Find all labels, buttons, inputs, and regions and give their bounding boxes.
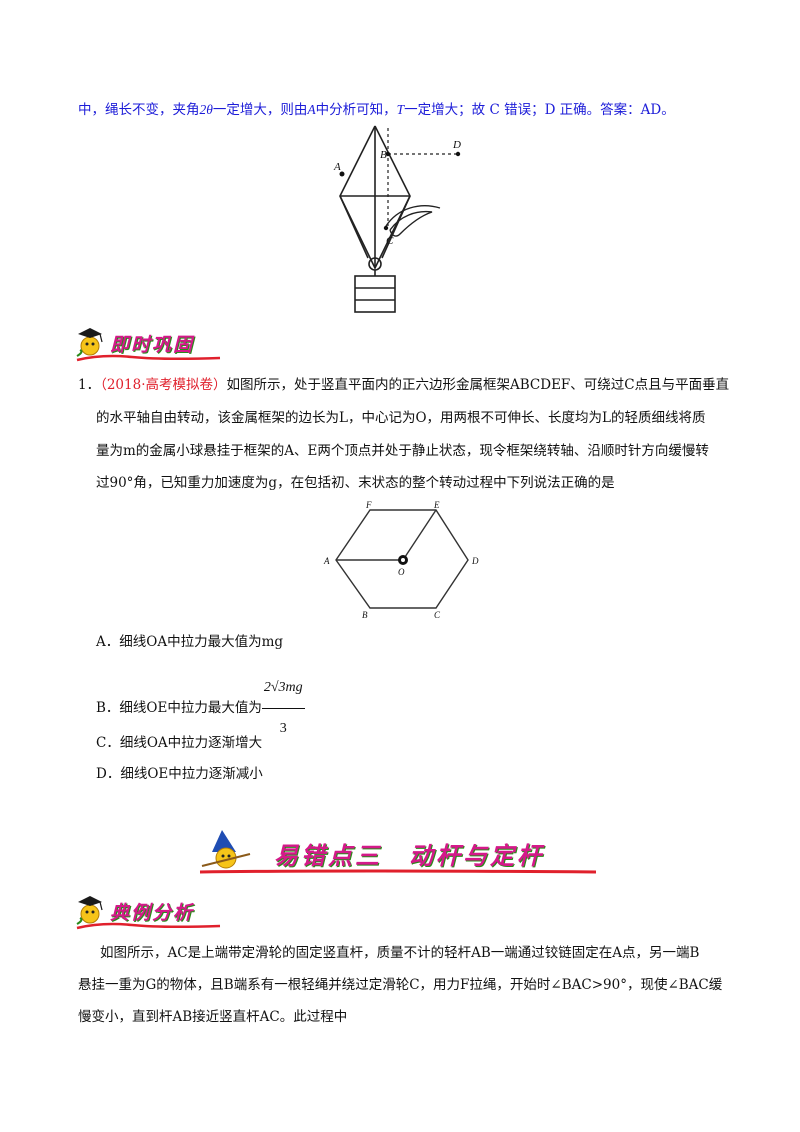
fraction-numerator: 2√3mg (261, 668, 305, 709)
label-c-hex: C (434, 610, 441, 620)
point-a (339, 171, 345, 177)
wizard-mascot-icon (199, 830, 597, 874)
example-line-1: 如图所示，AC是上端带定滑轮的固定竖直杆，质量不计的轻杆AB一端通过铰链固定在A… (100, 945, 700, 961)
label-f: F (365, 500, 372, 510)
hexagon-diagram: F E A D B C O (323, 500, 479, 620)
label-d: D (452, 139, 461, 151)
t-var: T (396, 102, 405, 117)
point-d (455, 151, 461, 157)
option-b-prefix: B．细线OE中拉力最大值为 (96, 700, 262, 716)
section-title-example: 典例分析 (110, 902, 195, 924)
mascot-icon-2 (76, 896, 221, 930)
section-header-consolidate: 即时巩固 (72, 322, 222, 364)
label-b: B (380, 149, 387, 161)
pulley-diagram: A B D C (333, 125, 461, 313)
label-e: E (433, 500, 440, 510)
answer-text-2: 一定增大，则由 (212, 102, 308, 118)
section-header-example: 典例分析 (72, 890, 222, 932)
question-source: （2018·高考模拟卷） (100, 377, 227, 393)
answer-text-3: 中分析可知， (315, 102, 397, 118)
point-b (385, 151, 391, 157)
fraction-denominator: 3 (279, 721, 287, 736)
section-header-error-point: 易错点三 动杆与定杆 (196, 826, 606, 878)
point-c (383, 225, 389, 231)
question-text-1: 如图所示，处于竖直平面内的正六边形金属框架ABCDEF、可绕过C点且与平面垂直 (226, 377, 730, 393)
label-b-hex: B (362, 610, 368, 620)
mascot-icon (76, 328, 221, 362)
question-line-4: 过90°角，已知重力加速度为g，在包括初、末状态的整个转动过程中下列说法正确的是 (96, 475, 615, 491)
option-a: A．细线OA中拉力最大值为mg (96, 634, 284, 650)
label-a: A (333, 161, 341, 173)
question-number: 1． (78, 377, 101, 393)
question-line-2: 的水平轴自由转动，该金属框架的边长为L，中心记为O，用两根不可伸长、长度均为L的… (96, 410, 706, 426)
label-c: C (386, 235, 394, 247)
example-line-3: 慢变小，直到杆AB接近竖直杆AC。此过程中 (78, 1009, 348, 1025)
option-b-fraction: 2√3mg 3 (261, 668, 305, 749)
example-line-2: 悬挂一重为G的物体，且B端系有一根轻绳并绕过定滑轮C，用力F拉绳，开始时∠BAC… (78, 977, 723, 993)
option-c: C．细线OA中拉力逐渐增大 (96, 735, 263, 751)
section-title-error: 易错点三 动杆与定杆 (274, 841, 544, 870)
question-line-3: 量为m的金属小球悬挂于框架的A、E两个顶点并处于静止状态，现令框架绕转轴、沿顺时… (96, 443, 709, 459)
theta-var: 2θ (199, 102, 213, 117)
section-title: 即时巩固 (110, 334, 195, 356)
option-d: D．细线OE中拉力逐渐减小 (96, 766, 263, 782)
label-a-hex: A (323, 556, 330, 566)
label-o: O (398, 567, 405, 577)
label-d-hex: D (471, 556, 479, 566)
answer-line: 中，绳长不变，夹角2θ一定增大，则由A中分析可知，T一定增大；故 C 错误；D … (78, 100, 675, 120)
question-line-1: 1．（2018·高考模拟卷）如图所示，处于竖直平面内的正六边形金属框架ABCDE… (78, 375, 729, 395)
answer-text-1: 中，绳长不变，夹角 (78, 102, 200, 118)
answer-text-4: 一定增大；故 C 错误；D 正确。答案：AD。 (404, 102, 675, 118)
a-var: A (307, 102, 316, 117)
